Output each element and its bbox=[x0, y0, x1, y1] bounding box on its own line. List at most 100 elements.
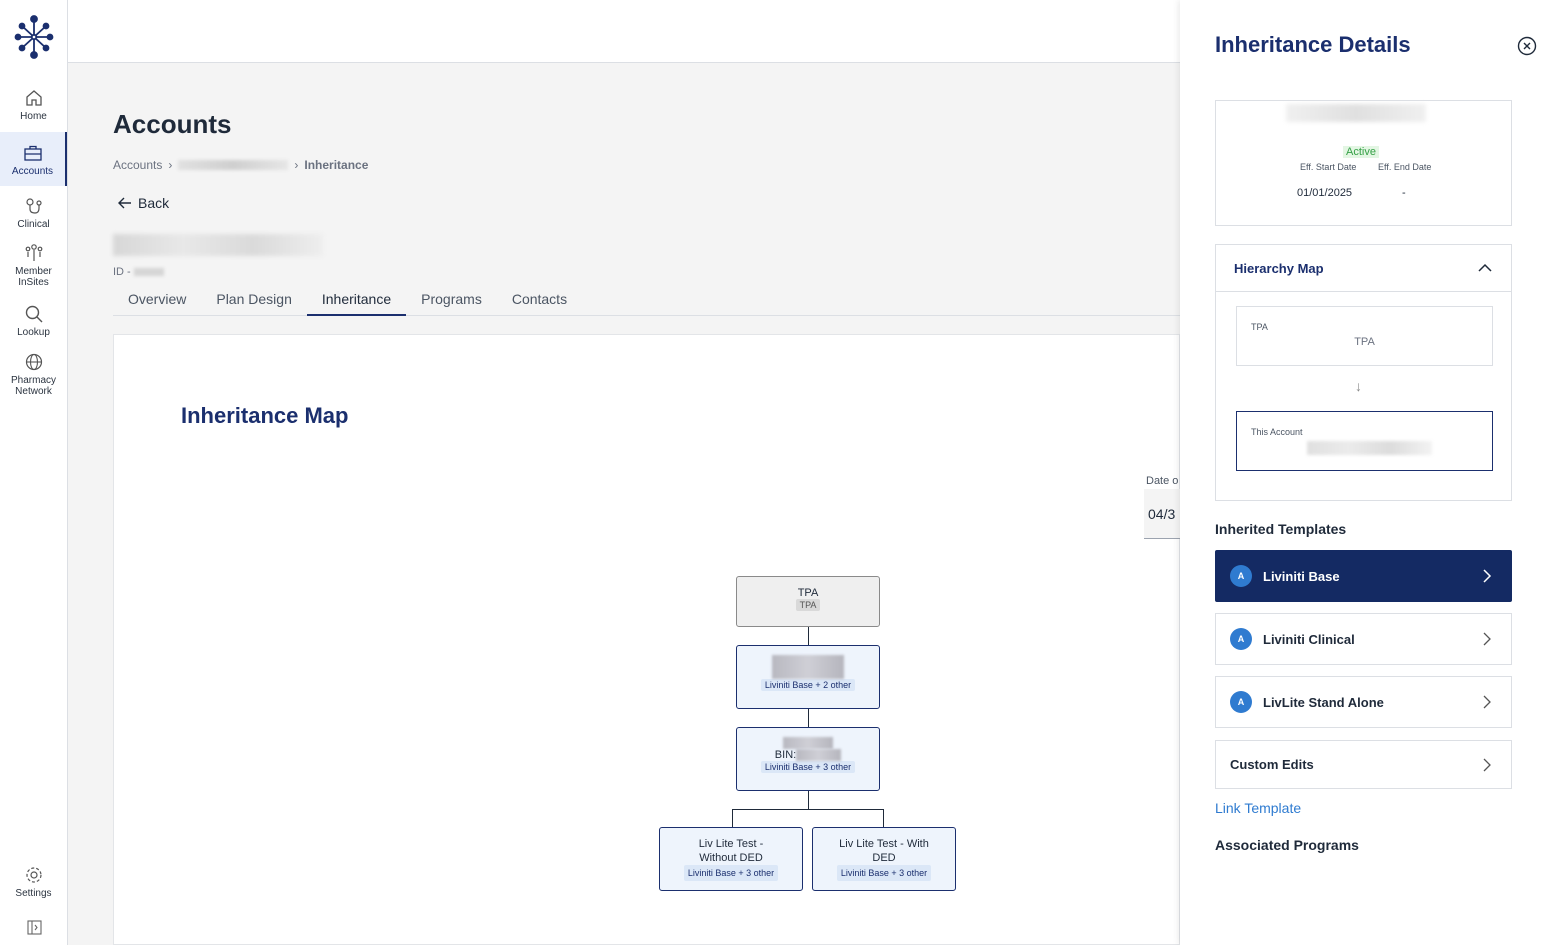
template-avatar: A bbox=[1230, 565, 1252, 587]
node-leaf2-tag: Liviniti Base + 3 other bbox=[836, 865, 932, 881]
hierarchy-map-section: Hierarchy Map TPA TPA ↓ This Account bbox=[1215, 244, 1512, 501]
page-title: Accounts bbox=[113, 109, 232, 139]
hierarchy-tpa-label: TPA bbox=[1251, 322, 1268, 332]
nav-clinical-label: Clinical bbox=[17, 219, 50, 230]
date-label: Date o bbox=[1146, 475, 1179, 487]
chevron-up-icon[interactable] bbox=[1477, 260, 1493, 276]
map-node-leaf-with-ded[interactable]: Liv Lite Test - With DED Liviniti Base +… bbox=[812, 827, 956, 891]
nav-home[interactable]: Home bbox=[0, 88, 67, 124]
breadcrumb-separator-icon: › bbox=[294, 158, 299, 172]
node-level3-tag: Liviniti Base + 3 other bbox=[760, 761, 856, 774]
hierarchy-this-account-label: This Account bbox=[1251, 427, 1303, 437]
hierarchy-account-redacted bbox=[1307, 441, 1432, 455]
account-id-label: ID - bbox=[113, 266, 131, 278]
breadcrumb-separator-icon: › bbox=[168, 158, 173, 172]
nav-home-label: Home bbox=[20, 111, 47, 122]
node-level3-bin-redacted bbox=[796, 749, 842, 762]
nav-pharmacy-label: Pharmacy bbox=[10, 375, 56, 386]
tab-inheritance[interactable]: Inheritance bbox=[306, 285, 407, 316]
chevron-right-icon bbox=[1483, 758, 1491, 772]
nav-pharmacy-network[interactable]: Pharmacy Network bbox=[0, 352, 67, 398]
inheritance-map-title: Inheritance Map bbox=[181, 403, 349, 428]
connector-line bbox=[808, 791, 809, 809]
nav-settings[interactable]: Settings bbox=[0, 865, 67, 899]
arrow-left-icon bbox=[118, 197, 131, 209]
tab-plan-design[interactable]: Plan Design bbox=[216, 291, 292, 307]
custom-edits-row[interactable]: Custom Edits bbox=[1215, 740, 1512, 789]
account-name-redacted bbox=[113, 234, 323, 256]
map-node-level3[interactable]: BIN: Liviniti Base + 3 other bbox=[736, 727, 880, 791]
account-id: ID - bbox=[113, 266, 164, 278]
status-badge: Active bbox=[1343, 146, 1379, 158]
date-input[interactable]: 04/3 bbox=[1144, 489, 1181, 539]
tab-overview[interactable]: Overview bbox=[128, 291, 187, 307]
chevron-right-icon bbox=[1483, 695, 1491, 709]
nav-member-insites[interactable]: Member InSites bbox=[0, 243, 67, 289]
template-avatar: A bbox=[1230, 628, 1252, 650]
breadcrumb-account-redacted[interactable] bbox=[178, 160, 289, 170]
tab-programs[interactable]: Programs bbox=[421, 291, 482, 307]
nav-lookup-label: Lookup bbox=[17, 327, 50, 338]
associated-programs-title: Associated Programs bbox=[1215, 837, 1359, 853]
home-icon bbox=[25, 90, 42, 106]
nav-accounts[interactable]: Accounts bbox=[0, 132, 67, 186]
nav-member-label: Member bbox=[15, 266, 52, 277]
node-leaf1-title-line1: Liv Lite Test - bbox=[698, 838, 764, 850]
nav-accounts-label: Accounts bbox=[11, 166, 54, 177]
custom-edits-label: Custom Edits bbox=[1230, 757, 1314, 772]
breadcrumb-current: Inheritance bbox=[304, 158, 369, 172]
connector-line bbox=[732, 809, 884, 810]
template-name: Liviniti Base bbox=[1263, 568, 1340, 584]
hierarchy-this-account-box: This Account bbox=[1236, 411, 1493, 471]
back-label: Back bbox=[138, 195, 170, 211]
close-icon[interactable] bbox=[1517, 36, 1537, 56]
tab-contacts[interactable]: Contacts bbox=[511, 291, 568, 307]
sidebar: Home Accounts Clinical Member InSites Lo… bbox=[0, 0, 68, 945]
member-insites-icon bbox=[25, 244, 42, 261]
breadcrumb: Accounts › › Inheritance bbox=[113, 158, 368, 172]
clinical-icon bbox=[25, 198, 42, 214]
nav-settings-label: Settings bbox=[15, 888, 52, 899]
connector-line bbox=[732, 809, 733, 828]
back-button[interactable]: Back bbox=[118, 195, 169, 211]
template-liviniti-base[interactable]: A Liviniti Base bbox=[1215, 550, 1512, 602]
hierarchy-map-header[interactable]: Hierarchy Map bbox=[1216, 245, 1511, 292]
link-template-link[interactable]: Link Template bbox=[1215, 800, 1302, 816]
template-name: LivLite Stand Alone bbox=[1263, 694, 1384, 710]
arrow-down-icon: ↓ bbox=[1355, 378, 1362, 394]
node-leaf1-tag: Liviniti Base + 3 other bbox=[683, 865, 779, 881]
hierarchy-tpa-box: TPA TPA bbox=[1236, 306, 1493, 366]
node-leaf1-title-line2: Without DED bbox=[699, 852, 763, 864]
briefcase-icon bbox=[23, 145, 42, 161]
hierarchy-tpa-value: TPA bbox=[1354, 336, 1375, 348]
node-tpa-title: TPA bbox=[797, 587, 819, 599]
eff-start-label: Eff. Start Date bbox=[1300, 162, 1357, 172]
globe-icon bbox=[25, 353, 42, 371]
nav-network-label: Network bbox=[15, 386, 52, 397]
gear-icon bbox=[25, 867, 42, 883]
template-livlite-stand-alone[interactable]: A LivLite Stand Alone bbox=[1215, 676, 1512, 728]
node-level3-name-redacted bbox=[783, 737, 833, 750]
node-level3-bin-label: BIN: bbox=[774, 749, 797, 762]
inherited-templates-title: Inherited Templates bbox=[1215, 521, 1347, 537]
map-node-leaf-without-ded[interactable]: Liv Lite Test - Without DED Liviniti Bas… bbox=[659, 827, 803, 891]
nav-lookup[interactable]: Lookup bbox=[0, 304, 67, 338]
main-content: Accounts Accounts › › Inheritance Back I… bbox=[68, 63, 1181, 945]
inheritance-details-panel: Inheritance Details Active Eff. Start Da… bbox=[1180, 0, 1541, 945]
logo-icon[interactable] bbox=[14, 14, 54, 60]
map-node-level2[interactable]: Liviniti Base + 2 other bbox=[736, 645, 880, 709]
connector-line bbox=[808, 627, 809, 646]
collapse-sidebar-icon[interactable] bbox=[27, 920, 42, 935]
chevron-right-icon bbox=[1483, 569, 1492, 583]
breadcrumb-accounts[interactable]: Accounts bbox=[113, 158, 163, 172]
connector-line bbox=[808, 709, 809, 728]
template-liviniti-clinical[interactable]: A Liviniti Clinical bbox=[1215, 613, 1512, 665]
panel-title: Inheritance Details bbox=[1215, 32, 1411, 57]
account-id-redacted bbox=[133, 268, 164, 276]
map-node-tpa[interactable]: TPA TPA bbox=[736, 576, 880, 627]
node-tpa-tag: TPA bbox=[795, 599, 821, 611]
hierarchy-map-title: Hierarchy Map bbox=[1234, 261, 1324, 276]
node-leaf2-title-line2: DED bbox=[872, 852, 896, 864]
nav-clinical[interactable]: Clinical bbox=[0, 196, 67, 230]
node-level2-name-redacted bbox=[772, 655, 844, 679]
